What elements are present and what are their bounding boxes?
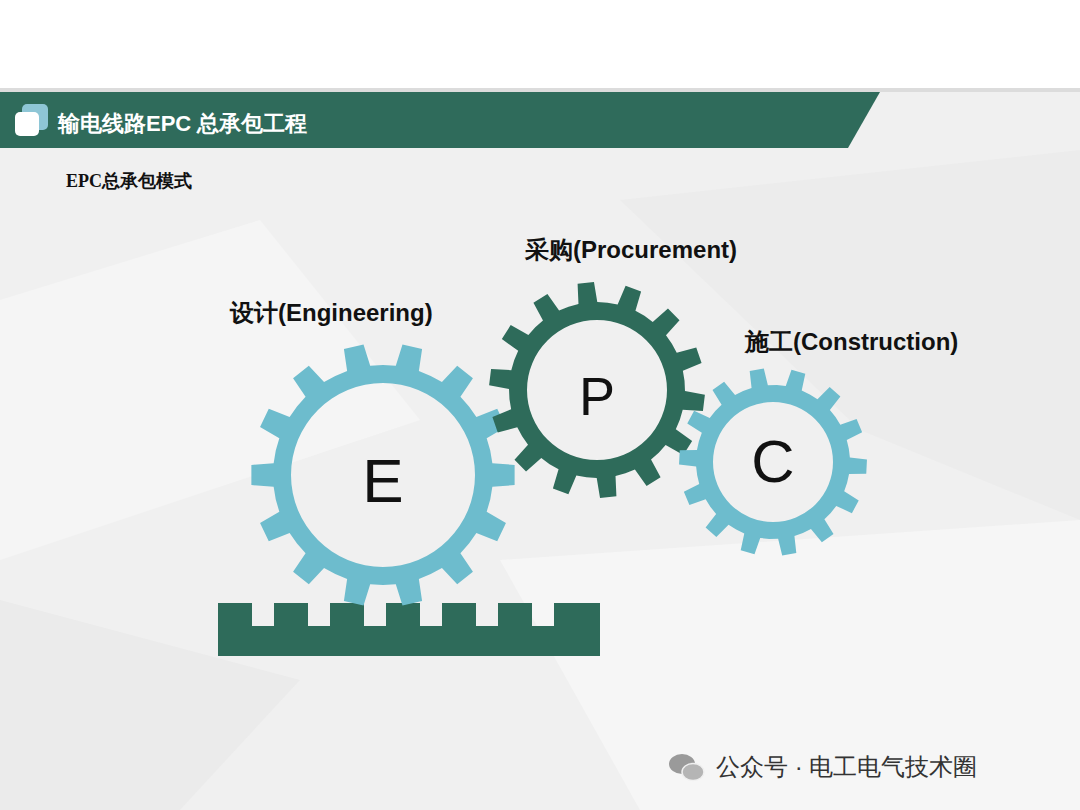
gear bbox=[489, 282, 705, 498]
rack-tooth bbox=[442, 603, 476, 629]
rack-tooth bbox=[554, 603, 600, 629]
gear bbox=[679, 368, 867, 555]
gear-heading: 施工(Construction) bbox=[745, 327, 958, 357]
gear-rack bbox=[218, 603, 600, 656]
gear-node: 设计(Engineering)E bbox=[249, 341, 517, 609]
subtitle: EPC总承包模式 bbox=[66, 166, 192, 196]
gear-node: 施工(Construction)C bbox=[677, 366, 869, 558]
banner-line bbox=[0, 88, 1080, 92]
rack-tooth bbox=[330, 603, 364, 629]
watermark: 公众号 · 电工电气技术圈 bbox=[716, 752, 977, 782]
gear-letter: E bbox=[362, 450, 403, 512]
gear-letter: P bbox=[579, 369, 615, 423]
rack-tooth bbox=[386, 603, 420, 629]
gear-node: 采购(Procurement)P bbox=[487, 280, 707, 500]
rack-tooth bbox=[218, 603, 252, 629]
bg-facet bbox=[0, 220, 420, 560]
gear-heading: 采购(Procurement) bbox=[525, 235, 737, 265]
rack-base bbox=[218, 626, 600, 656]
banner-icon bbox=[15, 112, 39, 136]
gear-letter: C bbox=[751, 432, 794, 492]
gear bbox=[251, 344, 514, 605]
title: 输电线路EPC 总承包工程 bbox=[58, 108, 307, 140]
wechat-icon bbox=[669, 754, 704, 781]
bg-facet bbox=[500, 520, 1080, 810]
ground bbox=[0, 88, 1080, 810]
rack-tooth bbox=[274, 603, 308, 629]
rack-tooth bbox=[498, 603, 532, 629]
title-banner bbox=[0, 92, 880, 148]
gear-heading: 设计(Engineering) bbox=[230, 298, 433, 328]
